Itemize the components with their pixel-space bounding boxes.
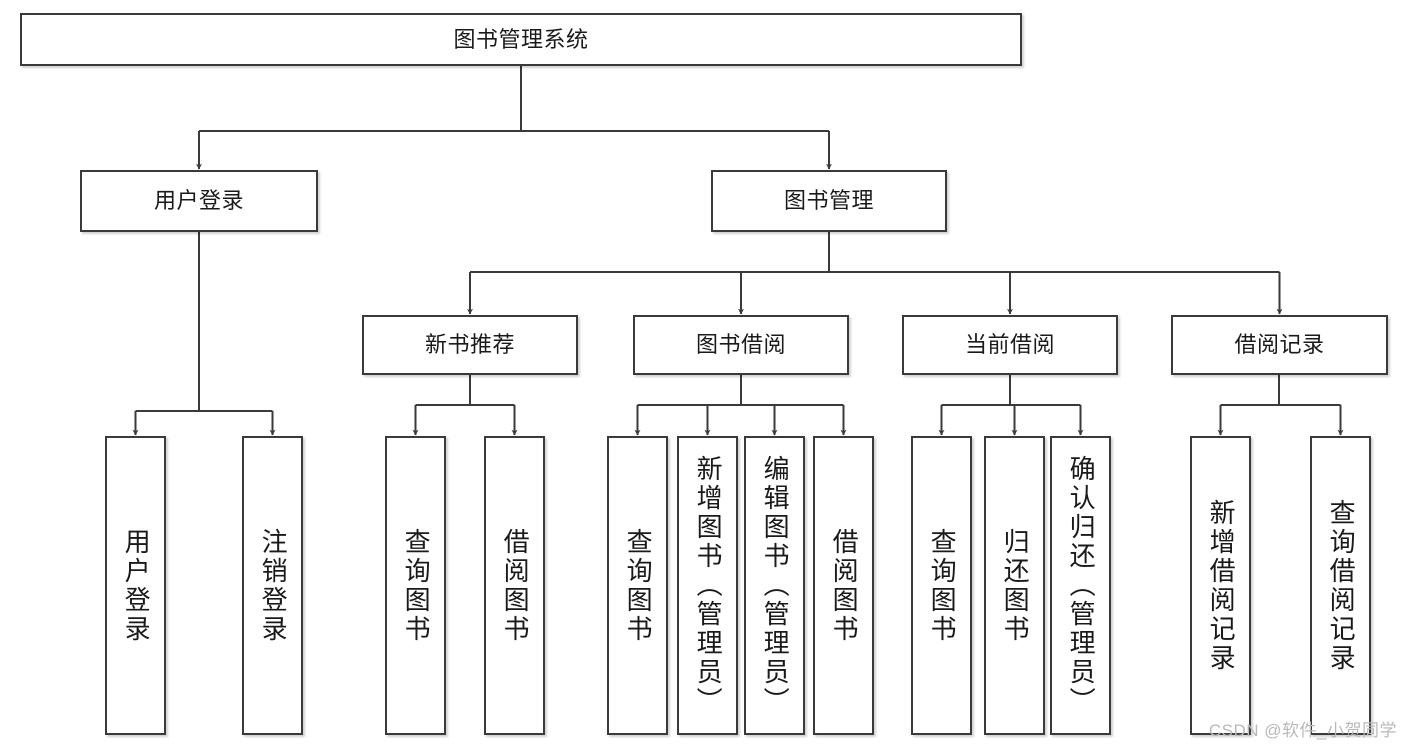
node-records[interactable]: 借阅记录 bbox=[1171, 315, 1388, 375]
node-newbook[interactable]: 新书推荐 bbox=[362, 315, 578, 375]
node-l-nb-query[interactable]: 查询图书 bbox=[385, 436, 446, 735]
node-label: 归还图书 bbox=[1000, 527, 1031, 644]
node-label: 新增图书（管理员） bbox=[693, 455, 724, 716]
node-bookmgmt[interactable]: 图书管理 bbox=[711, 170, 947, 232]
node-label: 查询图书 bbox=[623, 527, 654, 644]
node-label: 查询借阅记录 bbox=[1326, 498, 1357, 673]
node-label: 用户登录 bbox=[153, 188, 244, 214]
node-label: 注销登录 bbox=[258, 527, 289, 644]
node-l-logout[interactable]: 注销登录 bbox=[242, 436, 303, 735]
node-l-bo-edit[interactable]: 编辑图书（管理员） bbox=[744, 436, 805, 735]
node-l-cu-query[interactable]: 查询图书 bbox=[911, 436, 972, 735]
node-l-cu-return[interactable]: 归还图书 bbox=[984, 436, 1045, 735]
node-l-bo-add[interactable]: 新增图书（管理员） bbox=[677, 436, 738, 735]
node-root[interactable]: 图书管理系统 bbox=[20, 13, 1022, 66]
node-label: 借阅图书 bbox=[829, 527, 860, 644]
node-l-login[interactable]: 用户登录 bbox=[105, 436, 166, 735]
node-label: 编辑图书（管理员） bbox=[760, 455, 791, 716]
node-label: 图书管理系统 bbox=[453, 26, 589, 52]
node-label: 图书管理 bbox=[783, 188, 874, 214]
node-borrow[interactable]: 图书借阅 bbox=[633, 315, 849, 375]
node-label: 图书借阅 bbox=[695, 332, 786, 358]
node-l-re-query[interactable]: 查询借阅记录 bbox=[1310, 436, 1371, 735]
node-login[interactable]: 用户登录 bbox=[80, 170, 318, 232]
node-label: 用户登录 bbox=[121, 527, 152, 644]
node-label: 当前借阅 bbox=[964, 332, 1055, 358]
node-label: 借阅记录 bbox=[1234, 332, 1325, 358]
node-label: 确认归还（管理员） bbox=[1066, 455, 1097, 716]
node-l-nb-borrow[interactable]: 借阅图书 bbox=[484, 436, 545, 735]
node-label: 借阅图书 bbox=[500, 527, 531, 644]
node-label: 新书推荐 bbox=[424, 332, 515, 358]
node-l-bo-query[interactable]: 查询图书 bbox=[607, 436, 668, 735]
node-label: 查询图书 bbox=[401, 527, 432, 644]
node-l-re-add[interactable]: 新增借阅记录 bbox=[1190, 436, 1251, 735]
node-label: 查询图书 bbox=[927, 527, 958, 644]
node-current[interactable]: 当前借阅 bbox=[902, 315, 1118, 375]
node-label: 新增借阅记录 bbox=[1206, 498, 1237, 673]
node-l-bo-lend[interactable]: 借阅图书 bbox=[813, 436, 874, 735]
node-l-cu-conf[interactable]: 确认归还（管理员） bbox=[1050, 436, 1111, 735]
